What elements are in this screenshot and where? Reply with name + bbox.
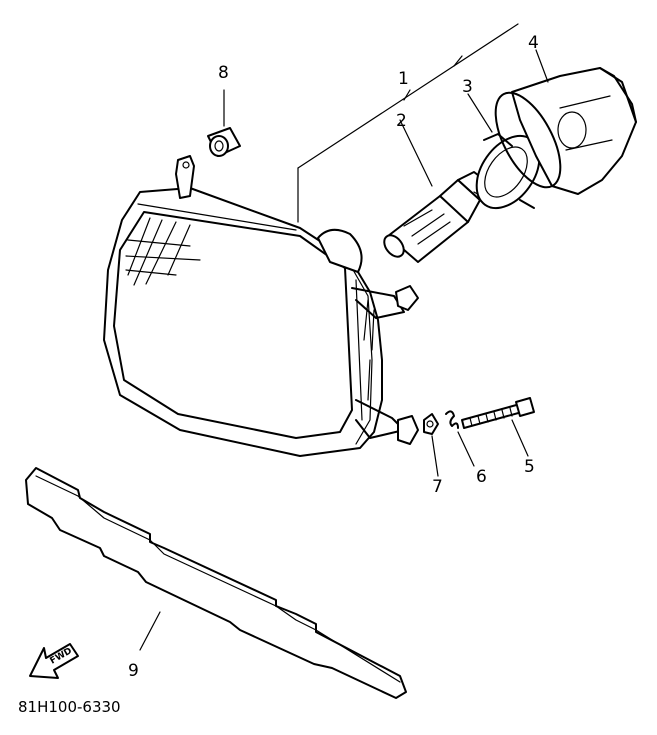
part-8-collar — [207, 89, 241, 157]
callout-6: 6 — [476, 467, 487, 487]
lens-texture — [125, 217, 201, 286]
callout-9: 9 — [128, 661, 139, 681]
diagram-code: 81H100-6330 — [18, 698, 121, 716]
callout-1: 1 — [398, 69, 409, 89]
headlight-unit — [103, 155, 419, 457]
part-5-screw — [461, 397, 535, 457]
callout-7: 7 — [432, 477, 443, 497]
part-3-retainer — [467, 93, 541, 210]
callout-1-leader — [297, 23, 519, 223]
callout-5: 5 — [524, 457, 535, 477]
forward-arrow: FWD — [29, 643, 79, 679]
part-7-nut — [423, 413, 439, 477]
part-9-bracket-bar — [25, 467, 407, 699]
part-4-cover — [494, 49, 637, 195]
part-6-spring — [445, 410, 475, 467]
callout-4: 4 — [528, 33, 539, 53]
callout-8: 8 — [218, 63, 229, 83]
callout-2: 2 — [396, 111, 407, 131]
callout-3: 3 — [462, 77, 473, 97]
